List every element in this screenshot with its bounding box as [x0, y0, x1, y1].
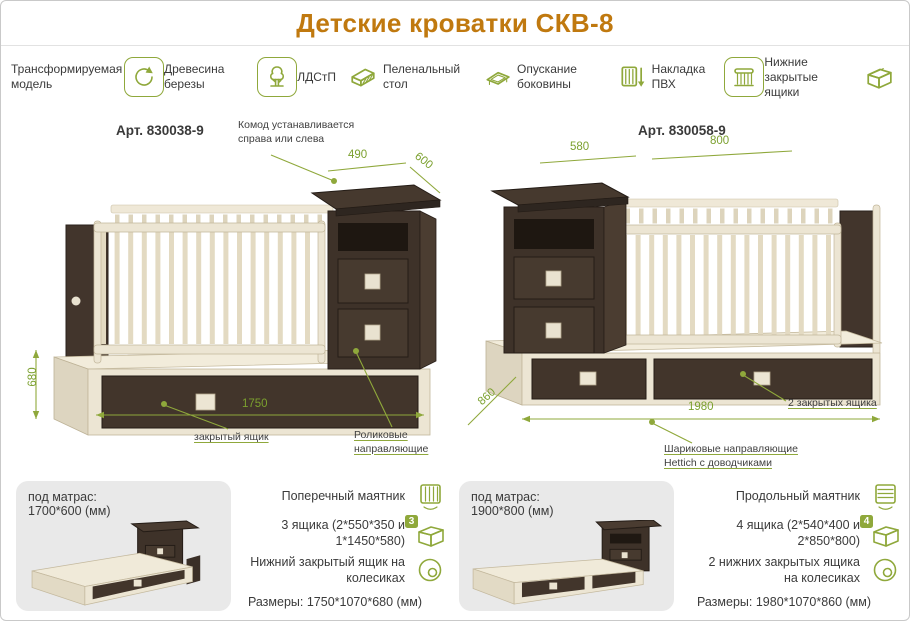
feature-bottom-drawers: Нижние закрытые ящики [764, 55, 899, 100]
dim-1980: 1980 [688, 401, 714, 413]
spec-text: Нижний закрытый ящик на колесиках [250, 555, 405, 585]
dim-800: 800 [710, 135, 730, 147]
article-number: Арт. 830058-9 [638, 123, 726, 138]
feature-label: Пеленальный стол [383, 62, 461, 91]
pendulum-transverse-icon [414, 481, 446, 513]
mattress-card-2: под матрас: 1900*800 (мм) [459, 481, 674, 611]
feature-drop-side: Опускание боковины [517, 57, 652, 97]
product-830058-9: Арт. 830058-9 580 800 860 1980 2 закрыты… [456, 113, 901, 478]
casters-icon [869, 555, 901, 587]
crib-illustration-2 [467, 150, 883, 444]
mattress-label: под матрас: [28, 490, 97, 504]
bottom-drawers-icon [859, 57, 899, 97]
dim-580: 580 [570, 141, 590, 153]
feature-label: Накладка ПВХ [651, 62, 706, 91]
crib-illustration-1 [32, 154, 442, 436]
feature-label: Нижние закрытые ящики [764, 54, 818, 99]
feature-label: ЛДСтП [297, 69, 337, 84]
spec-list-2: Продольный маятник 4 ящика (2*540*400 и … [681, 481, 901, 614]
spec-row-pendulum: Поперечный маятник [238, 481, 446, 513]
spec-group-1: под матрас: 1700*600 (мм) Поперечный мая… [16, 479, 446, 617]
dim-680: 680 [27, 367, 39, 387]
product-830038-9: Арт. 830038-9 Комод устанавливается спра… [16, 113, 446, 478]
drawer-count-badge: 3 [405, 515, 418, 528]
spec-group-2: под матрас: 1900*800 (мм) Продольный мая… [459, 479, 901, 617]
dim-1750: 1750 [242, 398, 268, 410]
spec-text: Продольный маятник [735, 489, 860, 504]
callout-closed-drawer: закрытый ящик [194, 431, 269, 443]
spec-row-drawers: 3 ящика (2*550*350 и 1*1450*580) 3 [238, 515, 446, 550]
casters-icon [414, 555, 446, 587]
callout-comod-position: Комод устанавливается справа или слева [238, 119, 355, 145]
birch-tree-icon [257, 57, 298, 97]
teen-bed-illustration-1 [31, 520, 201, 606]
changing-table-icon [477, 57, 517, 97]
callout-two-closed-drawers: 2 закрытых ящика [788, 397, 877, 409]
feature-ldstp: ЛДСтП [297, 57, 383, 97]
header-divider [1, 45, 909, 46]
spec-row-dimensions: Размеры: 1980*1070*860 (мм) [681, 592, 901, 614]
spec-text: 4 ящика (2*540*400 и 2*850*800) [736, 518, 860, 548]
spec-text: Размеры: 1980*1070*860 (мм) [696, 595, 872, 610]
mattress-card-1: под матрас: 1700*600 (мм) [16, 481, 231, 611]
spec-list-1: Поперечный маятник 3 ящика (2*550*350 и … [238, 481, 446, 614]
transform-icon [124, 57, 164, 97]
spec-row-casters: Нижний закрытый ящик на колесиках [238, 555, 446, 587]
callout-ball-bearing-slides: Шариковые направляющие Hettich с доводчи… [664, 443, 798, 469]
spec-row-pendulum: Продольный маятник [681, 481, 901, 513]
spec-text: Поперечный маятник [281, 489, 405, 504]
drawer-count-badge: 4 [860, 515, 873, 528]
drawer-3d-icon: 4 [860, 515, 901, 550]
feature-label: Древесина березы [164, 62, 225, 91]
pendulum-longitudinal-icon [869, 481, 901, 513]
article-number: Арт. 830038-9 [116, 123, 204, 138]
feature-birch-wood: Древесина березы [164, 57, 298, 97]
features-row: Трансформируемая модель Древесина березы… [1, 48, 909, 106]
mattress-size: 1700*600 (мм) [28, 504, 111, 518]
teen-bed-illustration-2 [472, 520, 663, 605]
dim-490: 490 [348, 149, 368, 161]
spec-text: 2 нижних закрытых ящика на колесиках [708, 555, 860, 585]
page-title: Детские кроватки СКВ-8 [296, 8, 614, 38]
spec-text: 3 ящика (2*550*350 и 1*1450*580) [281, 518, 405, 548]
mattress-label: под матрас: [471, 490, 540, 504]
spec-row-dimensions: Размеры: 1750*1070*680 (мм) [238, 592, 446, 614]
laminated-board-icon [343, 57, 383, 97]
callout-roller-slides: Роликовые направляющие [354, 429, 429, 455]
spec-text: Размеры: 1750*1070*680 (мм) [247, 595, 423, 610]
feature-label: Опускание боковины [516, 62, 577, 91]
feature-label: Трансформируемая модель [11, 62, 123, 91]
spec-row-casters: 2 нижних закрытых ящика на колесиках [681, 555, 901, 587]
spec-row-drawers: 4 ящика (2*540*400 и 2*850*800) 4 [681, 515, 901, 550]
feature-transformable: Трансформируемая модель [11, 57, 164, 97]
feature-pvc-overlay: Накладка ПВХ [652, 57, 765, 97]
pvc-overlay-icon [724, 57, 765, 97]
drop-side-icon [612, 57, 652, 97]
drawer-3d-icon: 3 [405, 515, 446, 550]
feature-changing-table: Пеленальный стол [383, 57, 517, 97]
mattress-size: 1900*800 (мм) [471, 504, 554, 518]
